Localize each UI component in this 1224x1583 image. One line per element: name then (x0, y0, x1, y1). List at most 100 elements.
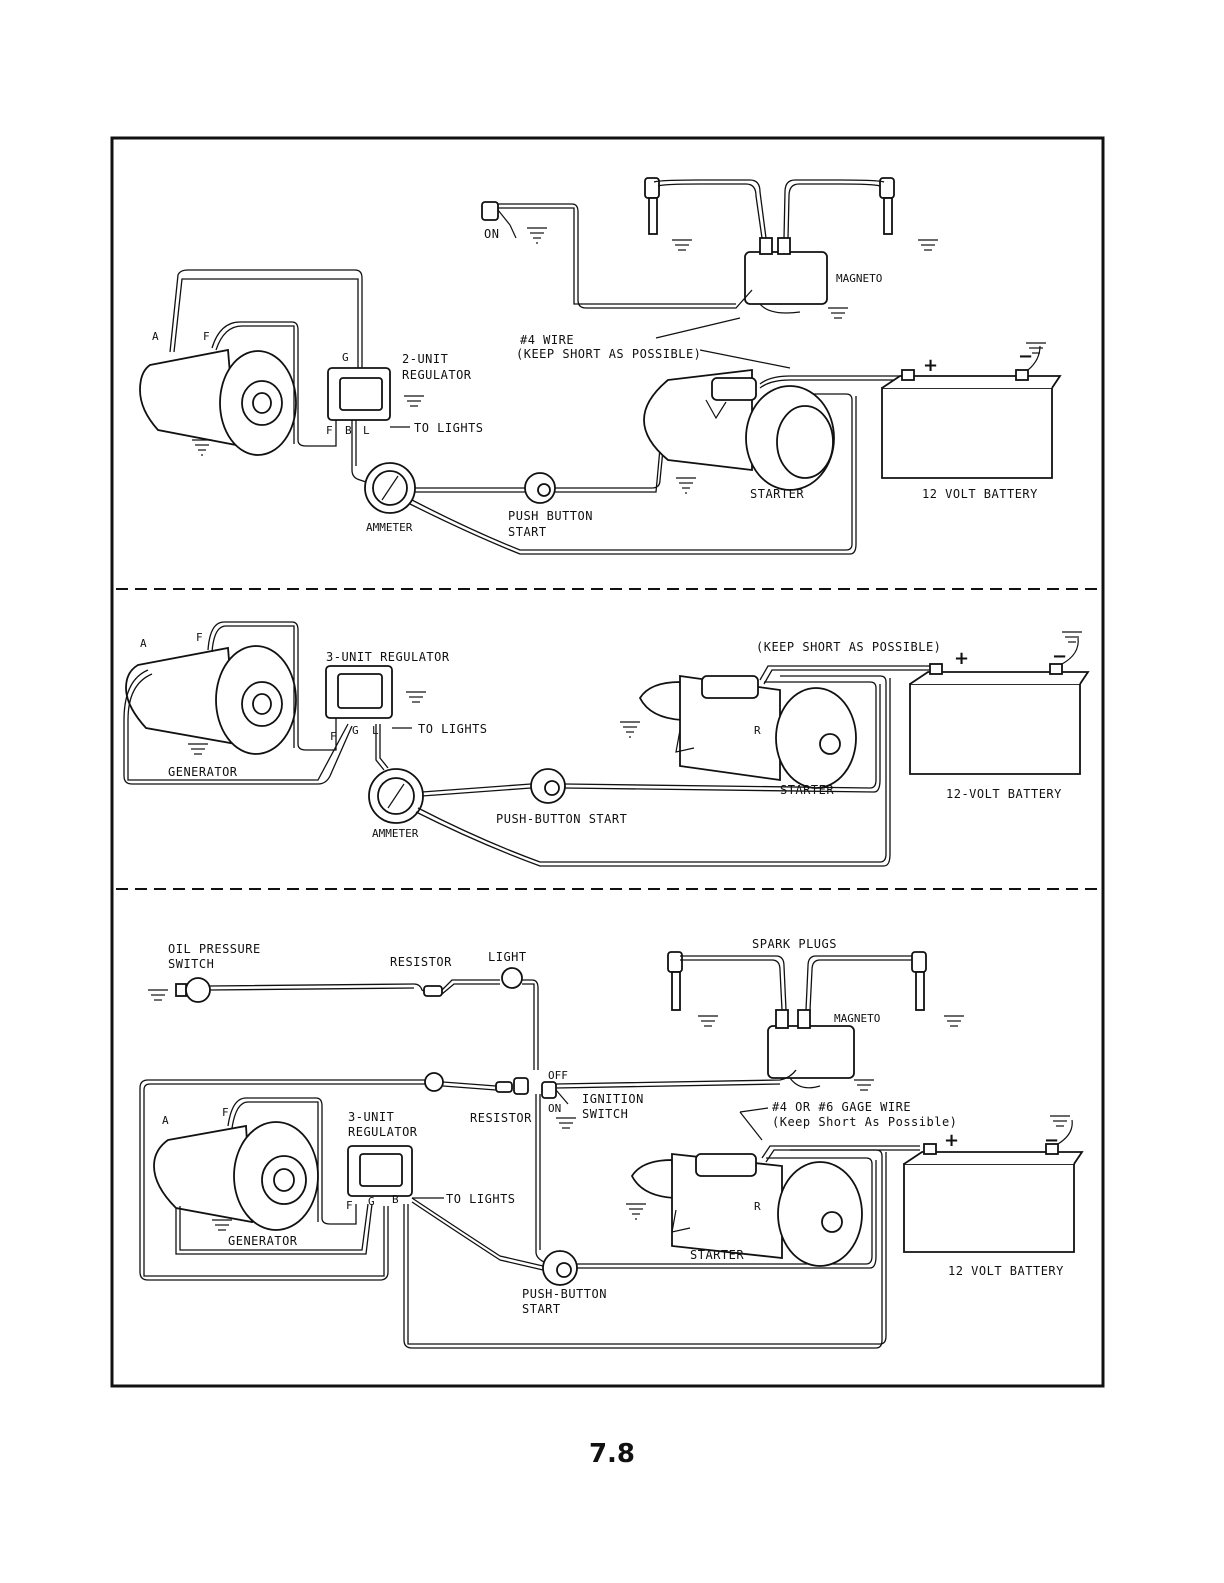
wire-label-line2: (Keep Short As Possible) (772, 1115, 957, 1129)
term-b-label: B (345, 424, 352, 437)
page-number: 7.8 (589, 1439, 635, 1469)
battery (909, 637, 1090, 775)
ignition-switch-label-line1: IGNITION (582, 1092, 644, 1106)
starter-motor (643, 368, 835, 491)
magneto-label: MAGNETO (834, 1012, 880, 1025)
push-button-label-line2: START (522, 1302, 561, 1316)
ground-symbol (672, 239, 938, 319)
regulator-label: 3-UNIT REGULATOR (326, 650, 450, 664)
on-label: ON (484, 227, 499, 241)
off-label: OFF (548, 1069, 568, 1082)
battery-plus: + (954, 648, 969, 669)
regulator (347, 1145, 413, 1197)
starter-label: STARTER (780, 783, 834, 797)
magneto (767, 1009, 855, 1089)
ground-symbol (212, 1219, 232, 1231)
battery-minus: − (1018, 346, 1033, 367)
ground-symbol (527, 227, 547, 244)
ammeter (364, 462, 416, 514)
regulator-label-line1: 2-UNIT (402, 352, 448, 366)
fuse (424, 1072, 444, 1092)
ground-symbol (556, 1117, 576, 1129)
battery-label: 12 VOLT BATTERY (948, 1264, 1064, 1278)
generator (125, 645, 297, 755)
term-f-label: F (222, 1106, 229, 1119)
term-g-label: G (352, 724, 359, 737)
ammeter-label: AMMETER (372, 827, 419, 840)
ignition-switch-label-line2: SWITCH (582, 1107, 628, 1121)
magneto-label: MAGNETO (836, 272, 882, 285)
spark-plugs-label: SPARK PLUGS (752, 937, 837, 951)
ground-symbol (698, 1015, 964, 1091)
regulator (325, 665, 393, 719)
generator-label: GENERATOR (168, 765, 238, 779)
oil-pressure-label-line1: OIL PRESSURE (168, 942, 261, 956)
warning-light (501, 967, 523, 989)
ignition-switch (481, 201, 517, 239)
spark-plug-right (879, 177, 895, 235)
push-button-start (542, 1250, 578, 1286)
generator (153, 1121, 319, 1231)
spark-plug-right (911, 951, 927, 1011)
generator (139, 348, 297, 456)
term-b-label: B (392, 1193, 399, 1206)
wire-label-line1: #4 OR #6 GAGE WIRE (772, 1100, 911, 1114)
term-f-label: F (203, 330, 210, 343)
battery (903, 1119, 1084, 1253)
panel-magneto-3-unit-regulator: OIL PRESSURE SWITCH RESISTOR LIGHT SPARK… (139, 937, 1084, 1349)
to-lights-label: TO LIGHTS (446, 1192, 516, 1206)
ignition-switch (541, 1081, 569, 1105)
battery-minus: − (1044, 1130, 1059, 1151)
battery-label: 12-VOLT BATTERY (946, 787, 1062, 801)
ground-symbol (188, 743, 208, 755)
term-g-label: G (342, 351, 349, 364)
regulator-label-line2: REGULATOR (348, 1125, 418, 1139)
resistor-label: RESISTOR (390, 955, 452, 969)
term-r-label: R (754, 724, 761, 737)
push-button-label: PUSH-BUTTON START (496, 812, 627, 826)
push-button-start (530, 768, 566, 804)
battery-minus: − (1052, 646, 1067, 667)
spark-plug-left (644, 177, 660, 235)
term-g-label: G (368, 1195, 375, 1208)
resistor (495, 1077, 529, 1095)
push-button-label-line1: PUSH BUTTON (508, 509, 593, 523)
ground-symbol (676, 477, 696, 494)
oil-pressure-label-line2: SWITCH (168, 957, 214, 971)
battery-plus: + (944, 1130, 959, 1151)
ground-symbol (192, 439, 212, 456)
term-f2-label: F (326, 424, 333, 437)
battery-label: 12 VOLT BATTERY (922, 487, 1038, 501)
resistor-2-label: RESISTOR (470, 1111, 532, 1125)
starter-label: STARTER (750, 487, 804, 501)
ground-symbol (1062, 631, 1082, 643)
ground-symbol (1050, 1115, 1070, 1127)
ground-symbol (620, 721, 640, 738)
ground-symbol (626, 1203, 646, 1220)
ground-symbol (406, 691, 426, 703)
resistor (423, 985, 443, 997)
panel-3-unit-regulator: A F GENERATOR 3-UNIT REGULATOR F G L TO … (123, 621, 1090, 867)
regulator (327, 367, 391, 421)
term-r-label: R (754, 1200, 761, 1213)
magneto (744, 237, 828, 314)
term-a-label: A (140, 637, 147, 650)
generator-label: GENERATOR (228, 1234, 298, 1248)
ground-symbol (404, 395, 424, 407)
regulator-label-line2: REGULATOR (402, 368, 472, 382)
term-a-label: A (152, 330, 159, 343)
ground-symbol (148, 989, 168, 1001)
spark-plug-left (667, 951, 683, 1011)
term-l-label: L (363, 424, 370, 437)
to-lights-label: TO LIGHTS (414, 421, 484, 435)
wire-label-line2: (KEEP SHORT AS POSSIBLE) (516, 347, 701, 361)
to-lights-label: TO LIGHTS (418, 722, 488, 736)
battery (881, 345, 1062, 479)
push-button-start (524, 472, 556, 504)
term-f-label: F (196, 631, 203, 644)
on-label: ON (548, 1102, 561, 1115)
starter-label: STARTER (690, 1248, 744, 1262)
wire-label-line1: #4 WIRE (520, 333, 574, 347)
push-button-label-line1: PUSH-BUTTON (522, 1287, 607, 1301)
